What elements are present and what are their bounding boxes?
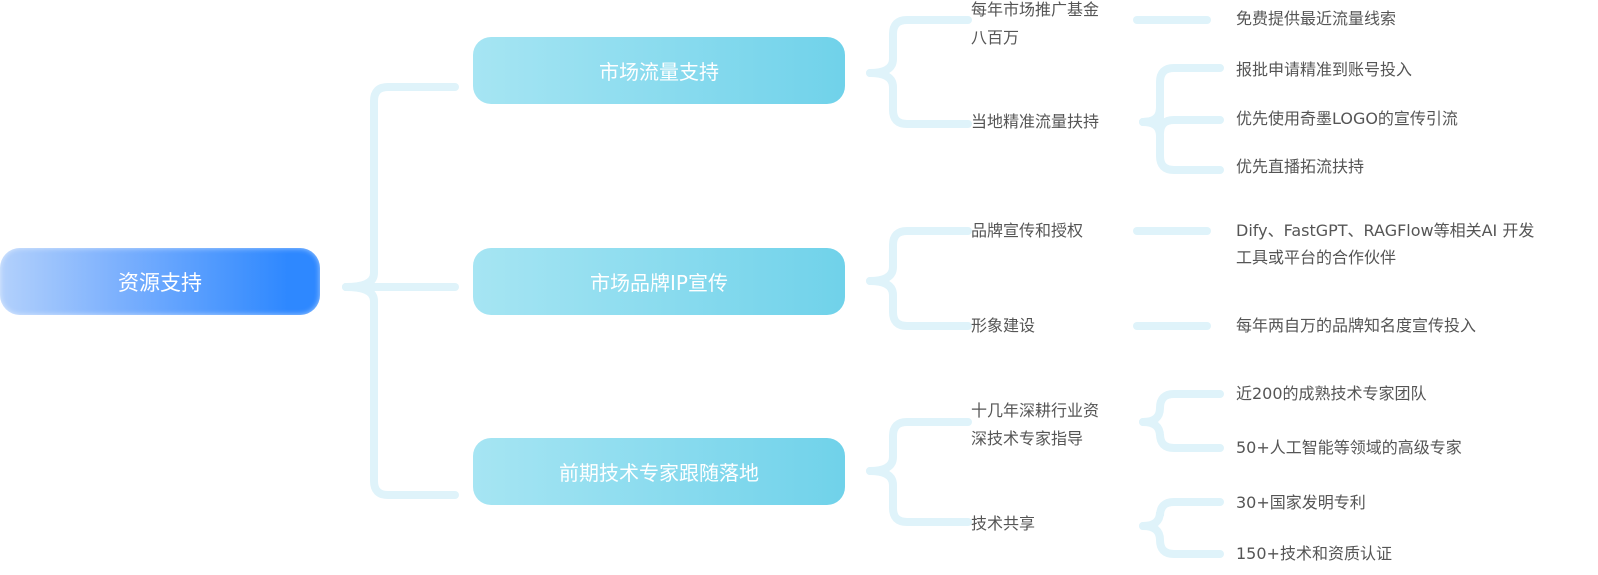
branch-brace <box>866 227 972 285</box>
leaf-label: 每年两自万的品牌知名度宣传投入 <box>1236 316 1477 335</box>
topic-label: 形象建设 <box>971 316 1036 335</box>
leaf-label: Dify、FastGPT、RAGFlow等相关AI 开发 <box>1236 221 1535 240</box>
topic-label: 深技术专家指导 <box>971 429 1084 448</box>
topic-brace <box>1139 498 1224 530</box>
branch-brace <box>866 16 972 77</box>
topic-brace <box>1139 390 1224 426</box>
topic-label: 品牌宣传和授权 <box>971 221 1084 240</box>
topic-brace <box>1139 118 1224 174</box>
topic-label: 技术共享 <box>971 514 1036 533</box>
root-brace <box>342 283 459 499</box>
leaf-label: 优先直播拓流扶持 <box>1236 157 1365 176</box>
branch-node-brand-ip[interactable]: 市场品牌IP宣传 <box>473 248 845 315</box>
topic-label: 十几年深耕行业资 <box>971 401 1100 420</box>
topic-label: 每年市场推广基金 <box>971 0 1100 19</box>
topic-brace <box>1139 522 1224 558</box>
leaf-label: 工具或平台的合作伙伴 <box>1236 248 1397 267</box>
topic-brace <box>1139 418 1224 452</box>
leaf-label: 免费提供最近流量线索 <box>1236 9 1397 28</box>
branch-brace <box>866 418 972 475</box>
topic-label: 当地精准流量扶持 <box>971 112 1100 131</box>
leaf-label: 优先使用奇墨LOGO的宣传引流 <box>1236 109 1458 128</box>
leaf-label: 近200的成熟技术专家团队 <box>1236 384 1427 403</box>
branch-brace <box>866 277 972 330</box>
leaf-label: 报批申请精准到账号投入 <box>1236 60 1413 79</box>
branch-node-tech-experts[interactable]: 前期技术专家跟随落地 <box>473 438 845 505</box>
leaf-label: 50+人工智能等领域的高级专家 <box>1236 438 1462 457</box>
leaf-label: 150+技术和资质认证 <box>1236 544 1392 563</box>
branch-brace <box>866 69 972 128</box>
branch-node-market-traffic[interactable]: 市场流量支持 <box>473 37 845 104</box>
root-brace <box>342 83 459 291</box>
leaf-label: 30+国家发明专利 <box>1236 493 1366 512</box>
root-node[interactable]: 资源支持 <box>0 248 320 315</box>
topic-label: 八百万 <box>971 28 1020 47</box>
branch-brace <box>866 467 972 526</box>
